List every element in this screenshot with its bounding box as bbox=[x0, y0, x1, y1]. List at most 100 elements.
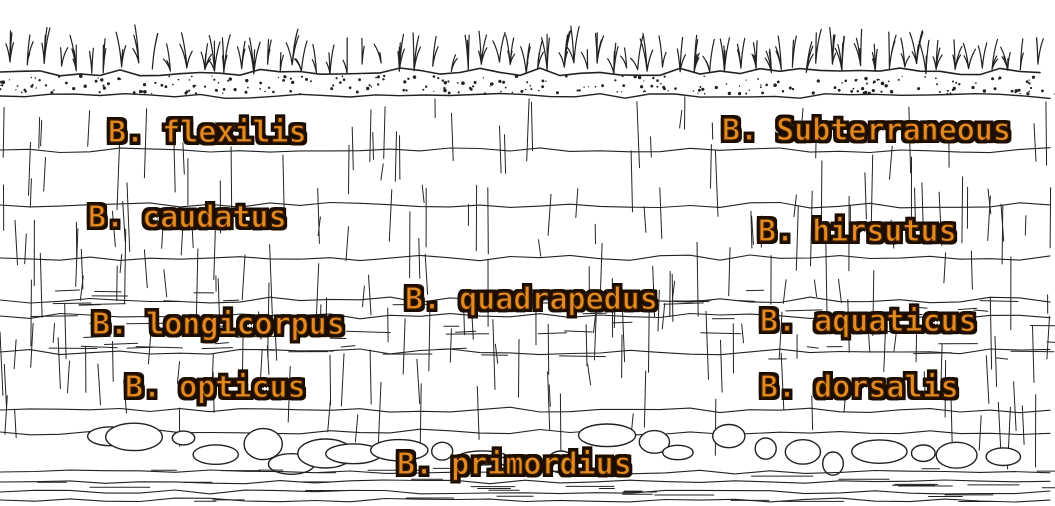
joint-crack bbox=[548, 372, 550, 430]
pebble-dot bbox=[143, 83, 146, 86]
pebble-dot bbox=[84, 85, 87, 88]
pebble-dot bbox=[958, 83, 960, 85]
joint-crack bbox=[352, 127, 353, 170]
pebble-dot bbox=[888, 81, 890, 83]
label-b-caudatus: B. caudatus bbox=[88, 203, 287, 233]
pebble-dot bbox=[366, 87, 369, 90]
pebble-dot bbox=[193, 85, 196, 88]
pebble-dot bbox=[864, 91, 867, 94]
joint-crack bbox=[349, 145, 350, 194]
pebble-dot bbox=[861, 87, 864, 90]
joint-crack bbox=[370, 350, 371, 404]
pebble-dot bbox=[939, 91, 941, 93]
pebble-dot bbox=[866, 83, 868, 85]
pebble-dot bbox=[868, 92, 871, 95]
pebble-dot bbox=[622, 75, 624, 77]
pebble-dot bbox=[924, 76, 926, 78]
pebble-dot bbox=[1011, 90, 1014, 93]
joint-crack bbox=[519, 340, 520, 398]
pebble-dot bbox=[15, 89, 16, 90]
grass-tuft bbox=[720, 38, 729, 72]
grass-tuft bbox=[953, 40, 962, 70]
joint-crack bbox=[58, 338, 60, 389]
pebble-dot bbox=[117, 77, 120, 80]
grass-tuft bbox=[42, 28, 50, 64]
pebble-dot bbox=[245, 91, 248, 94]
pebble-dot bbox=[515, 74, 519, 78]
joint-crack bbox=[660, 188, 662, 239]
boulder bbox=[663, 445, 693, 459]
pebble-dot bbox=[1028, 91, 1030, 93]
pebble-dot bbox=[38, 79, 40, 81]
pebble-dot bbox=[738, 92, 741, 95]
dash-mark bbox=[807, 347, 818, 348]
pebble-dot bbox=[761, 92, 764, 95]
joint-crack bbox=[113, 342, 114, 382]
grass-tuft bbox=[362, 39, 364, 65]
dash-mark bbox=[538, 333, 567, 334]
pebble-dot bbox=[530, 88, 532, 90]
dash-mark bbox=[914, 353, 952, 354]
pebble-dot bbox=[188, 90, 190, 92]
joint-crack bbox=[14, 340, 16, 369]
pebble-dot bbox=[583, 87, 584, 88]
joint-crack bbox=[995, 336, 997, 386]
pebble-dot bbox=[760, 86, 762, 88]
dash-mark bbox=[31, 316, 77, 317]
pebble-dot bbox=[526, 81, 528, 83]
joint-crack bbox=[711, 145, 712, 189]
joint-crack bbox=[1047, 317, 1050, 360]
pebble-dot bbox=[457, 82, 459, 84]
pebble-dot bbox=[489, 86, 490, 87]
grass-tuft bbox=[538, 41, 544, 69]
pebble-dot bbox=[25, 90, 27, 92]
grass-tuft bbox=[433, 37, 438, 67]
pebble-dot bbox=[161, 84, 164, 87]
dash-mark bbox=[996, 358, 1007, 359]
joint-crack bbox=[369, 275, 372, 315]
dash-mark bbox=[224, 300, 239, 301]
joint-crack bbox=[783, 280, 786, 304]
pebble-dot bbox=[693, 90, 694, 91]
joint-crack bbox=[384, 107, 385, 159]
pebble-dot bbox=[1014, 91, 1016, 93]
grass-tuft bbox=[596, 33, 604, 63]
pebble-dot bbox=[650, 85, 653, 88]
pebble-dot bbox=[292, 81, 294, 83]
pebble-dot bbox=[1029, 79, 1030, 80]
grass-tuft bbox=[889, 32, 896, 68]
pebble-dot bbox=[99, 91, 101, 93]
pebble-dot bbox=[853, 88, 855, 90]
joint-crack bbox=[680, 111, 682, 129]
pebble-dot bbox=[299, 93, 301, 95]
pebble-dot bbox=[330, 87, 333, 90]
grass-tuft bbox=[280, 53, 283, 71]
pebble-dot bbox=[437, 77, 439, 79]
pebble-dot bbox=[1030, 87, 1032, 89]
label-b-aquaticus: B. aquaticus bbox=[760, 307, 977, 337]
pebble-dot bbox=[342, 75, 344, 77]
grass-tuft bbox=[694, 35, 699, 72]
label-b-hirsutus: B. hirsutus bbox=[758, 217, 957, 247]
grass-tuft bbox=[61, 48, 68, 66]
joint-crack bbox=[341, 354, 344, 406]
pebble-dot bbox=[483, 77, 484, 78]
pebble-dot bbox=[100, 78, 103, 81]
pebble-dot bbox=[634, 75, 637, 78]
pebble-dot bbox=[505, 87, 507, 89]
pebble-dot bbox=[444, 81, 447, 84]
joint-crack bbox=[644, 371, 645, 427]
pebble-dot bbox=[749, 89, 750, 90]
soil-top-edge bbox=[0, 68, 1040, 76]
pebble-dot bbox=[1032, 76, 1035, 79]
pebble-dot bbox=[917, 87, 920, 90]
pebble-dot bbox=[21, 92, 23, 94]
pebble-dot bbox=[745, 93, 747, 95]
pebble-dot bbox=[301, 76, 303, 78]
boulder bbox=[936, 442, 977, 468]
pebble-dot bbox=[765, 84, 768, 87]
boulder bbox=[193, 445, 238, 464]
label-b-dorsalis: B. dorsalis bbox=[760, 373, 959, 403]
joint-crack bbox=[576, 189, 578, 218]
pebble-dot bbox=[272, 91, 275, 94]
